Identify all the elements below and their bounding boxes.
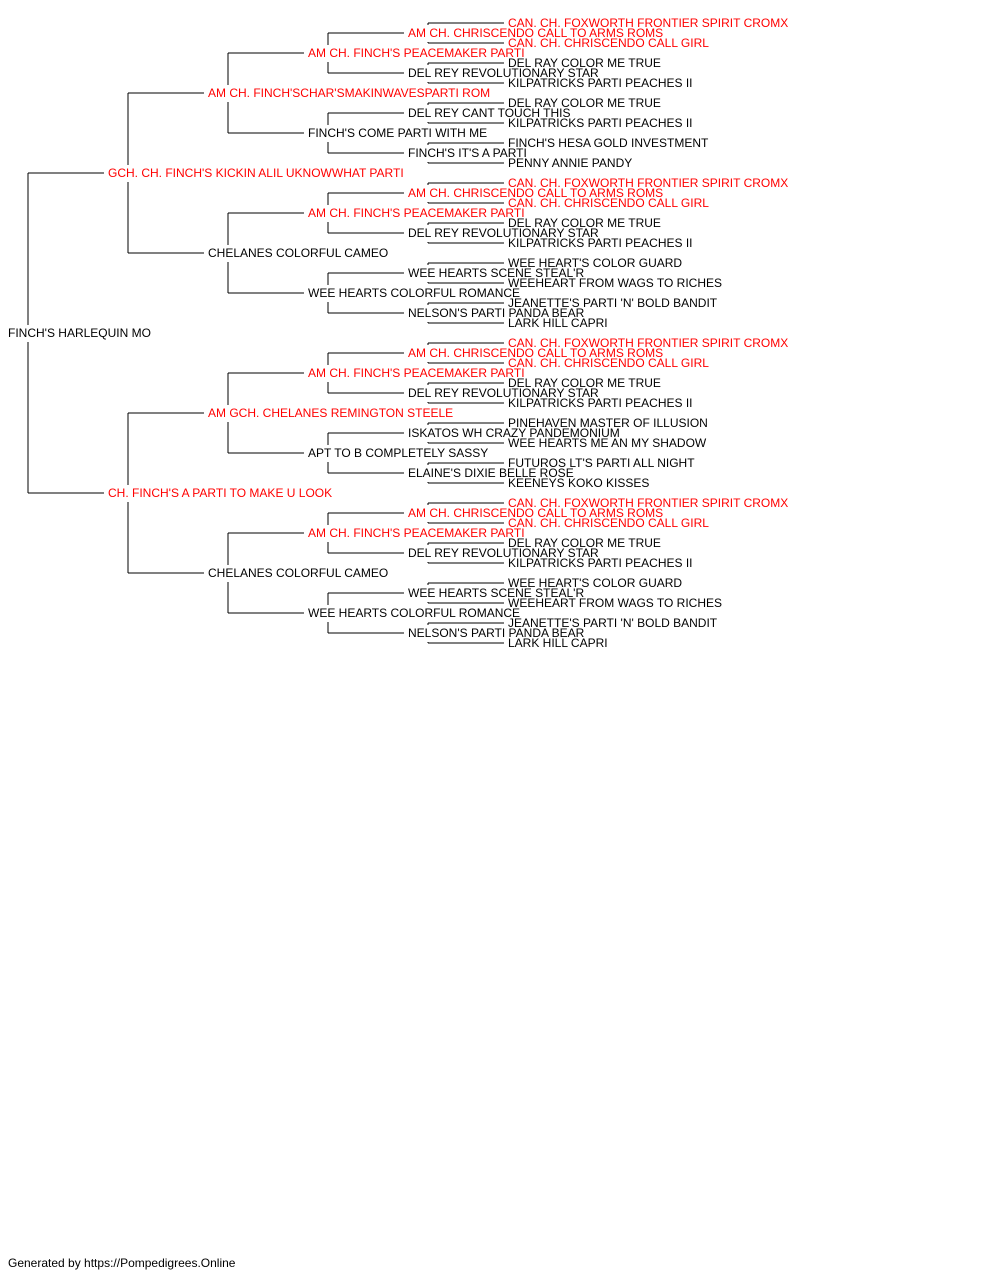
pedigree-entry-gen5: KILPATRICKS PARTI PEACHES II <box>508 76 693 90</box>
pedigree-entry-gen5: DEL RAY COLOR ME TRUE <box>508 96 661 110</box>
pedigree-entry-gen3: AM CH. FINCH'S PEACEMAKER PARTI <box>308 46 525 60</box>
pedigree-entry-gen1: GCH. CH. FINCH'S KICKIN ALIL UKNOWWHAT P… <box>108 166 404 180</box>
pedigree-entry-gen3: APT TO B COMPLETELY SASSY <box>308 446 488 460</box>
pedigree-entry-gen5: CAN. CH. CHRISCENDO CALL GIRL <box>508 36 709 50</box>
pedigree-entry-gen3: AM CH. FINCH'S PEACEMAKER PARTI <box>308 526 525 540</box>
pedigree-entry-gen5: CAN. CH. CHRISCENDO CALL GIRL <box>508 196 709 210</box>
pedigree-entry-gen5: DEL RAY COLOR ME TRUE <box>508 216 661 230</box>
pedigree-entry-gen4: AM CH. CHRISCENDO CALL TO ARMS ROMS <box>408 506 663 520</box>
pedigree-entry-gen4: DEL REY REVOLUTIONARY STAR <box>408 386 599 400</box>
pedigree-chart: FINCH'S HARLEQUIN MO GCH. CH. FINCH'S KIC… <box>8 16 788 650</box>
pedigree-entry-gen2: AM GCH. CHELANES REMINGTON STEELE <box>208 406 453 420</box>
pedigree-entry-gen5: KEENEYS KOKO KISSES <box>508 476 649 490</box>
pedigree-entry-gen5: CAN. CH. CHRISCENDO CALL GIRL <box>508 516 709 530</box>
pedigree-entry-gen5: LARK HILL CAPRI <box>508 316 608 330</box>
pedigree-entry-gen3: AM CH. FINCH'S PEACEMAKER PARTI <box>308 366 525 380</box>
pedigree-entry-gen4: DEL REY CANT TOUCH THIS <box>408 106 571 120</box>
pedigree-entry-gen5: PENNY ANNIE PANDY <box>508 156 632 170</box>
pedigree-entry-gen4: NELSON'S PARTI PANDA BEAR <box>408 306 585 320</box>
pedigree-entry-gen5: WEEHEART FROM WAGS TO RICHES <box>508 276 722 290</box>
pedigree-entry-gen2: AM CH. FINCH'SCHAR'SMAKINWAVESPARTI ROM <box>208 86 490 100</box>
pedigree-entry-gen3: AM CH. FINCH'S PEACEMAKER PARTI <box>308 206 525 220</box>
pedigree-entry-gen5: KILPATRICKS PARTI PEACHES II <box>508 236 693 250</box>
pedigree-entry-gen4: AM CH. CHRISCENDO CALL TO ARMS ROMS <box>408 26 663 40</box>
pedigree-entry-gen3: WEE HEARTS COLORFUL ROMANCE <box>308 286 520 300</box>
pedigree-entry-gen5: CAN. CH. FOXWORTH FRONTIER SPIRIT CROMX <box>508 16 788 30</box>
pedigree-entry-gen5: WEE HEARTS ME AN MY SHADOW <box>508 436 707 450</box>
pedigree-entry-gen4: AM CH. CHRISCENDO CALL TO ARMS ROMS <box>408 186 663 200</box>
pedigree-entry-gen5: CAN. CH. CHRISCENDO CALL GIRL <box>508 356 709 370</box>
pedigree-entry-gen5: CAN. CH. FOXWORTH FRONTIER SPIRIT CROMX <box>508 176 788 190</box>
pedigree-entry-gen4: AM CH. CHRISCENDO CALL TO ARMS ROMS <box>408 346 663 360</box>
pedigree-entry-gen4: ELAINE'S DIXIE BELLE ROSE <box>408 466 574 480</box>
pedigree-entry-gen4: WEE HEARTS SCENE STEAL'R <box>408 266 584 280</box>
pedigree-entry-gen4: FINCH'S IT'S A PARTI <box>408 146 527 160</box>
pedigree-entry-gen5: DEL RAY COLOR ME TRUE <box>508 376 661 390</box>
pedigree-entry-gen4: NELSON'S PARTI PANDA BEAR <box>408 626 585 640</box>
pedigree-entry-gen4: DEL REY REVOLUTIONARY STAR <box>408 226 599 240</box>
pedigree-entry-gen5: KILPATRICKS PARTI PEACHES II <box>508 396 693 410</box>
pedigree-entry-gen5: WEE HEART'S COLOR GUARD <box>508 576 682 590</box>
pedigree-entry-gen5: PINEHAVEN MASTER OF ILLUSION <box>508 416 708 430</box>
pedigree-entry-gen1: CH. FINCH'S A PARTI TO MAKE U LOOK <box>108 486 332 500</box>
pedigree-entry-gen4: DEL REY REVOLUTIONARY STAR <box>408 66 599 80</box>
pedigree-entry-gen0: FINCH'S HARLEQUIN MO <box>8 326 151 340</box>
pedigree-entry-gen4: ISKATOS WH CRAZY PANDEMONIUM <box>408 426 620 440</box>
footer-credit: Generated by https://Pompedigrees.Online <box>8 1256 236 1270</box>
pedigree-entry-gen2: CHELANES COLORFUL CAMEO <box>208 566 388 580</box>
pedigree-entry-gen5: KILPATRICKS PARTI PEACHES II <box>508 116 693 130</box>
pedigree-entry-gen5: JEANETTE'S PARTI 'N' BOLD BANDIT <box>508 296 718 310</box>
pedigree-entry-gen5: WEE HEART'S COLOR GUARD <box>508 256 682 270</box>
pedigree-entry-gen2: CHELANES COLORFUL CAMEO <box>208 246 388 260</box>
pedigree-entry-gen5: JEANETTE'S PARTI 'N' BOLD BANDIT <box>508 616 718 630</box>
pedigree-entry-gen5: WEEHEART FROM WAGS TO RICHES <box>508 596 722 610</box>
pedigree-entry-gen5: FINCH'S HESA GOLD INVESTMENT <box>508 136 709 150</box>
pedigree-entry-gen3: FINCH'S COME PARTI WITH ME <box>308 126 487 140</box>
pedigree-entry-gen5: KILPATRICKS PARTI PEACHES II <box>508 556 693 570</box>
pedigree-entry-gen5: DEL RAY COLOR ME TRUE <box>508 536 661 550</box>
pedigree-entry-gen5: FUTUROS LT'S PARTI ALL NIGHT <box>508 456 695 470</box>
pedigree-entry-gen5: LARK HILL CAPRI <box>508 636 608 650</box>
pedigree-entry-gen5: CAN. CH. FOXWORTH FRONTIER SPIRIT CROMX <box>508 336 788 350</box>
pedigree-entry-gen3: WEE HEARTS COLORFUL ROMANCE <box>308 606 520 620</box>
pedigree-entry-gen4: WEE HEARTS SCENE STEAL'R <box>408 586 584 600</box>
pedigree-entry-gen4: DEL REY REVOLUTIONARY STAR <box>408 546 599 560</box>
pedigree-entry-gen5: DEL RAY COLOR ME TRUE <box>508 56 661 70</box>
pedigree-entry-gen5: CAN. CH. FOXWORTH FRONTIER SPIRIT CROMX <box>508 496 788 510</box>
